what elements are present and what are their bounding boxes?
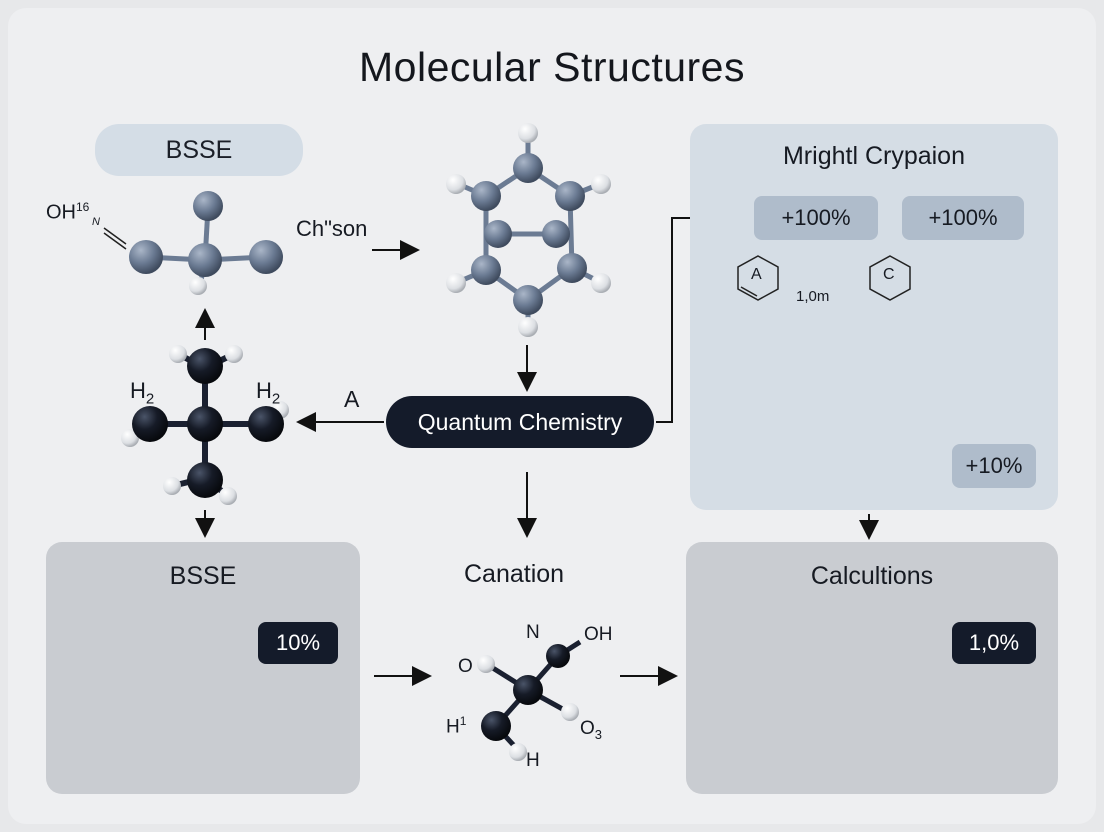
atom-label-n: N — [526, 622, 540, 643]
molecule-left-dark — [121, 345, 289, 505]
marker-label: 1,0m — [796, 288, 830, 305]
center-bottom-title: Canation — [464, 560, 565, 588]
panel-bottom-right-title: Calcultions — [810, 562, 934, 590]
atom-label-o: O — [458, 656, 473, 677]
molecule-center-ring — [446, 123, 611, 337]
h2-left-label: H2 — [130, 378, 155, 408]
top-left-pill: BSSE — [95, 124, 303, 176]
page-title: Molecular Structures — [359, 44, 745, 90]
atom-label-oh: OH — [584, 624, 613, 645]
chip-plus100-1: +100% — [754, 196, 878, 240]
quantum-chemistry-node[interactable]: Quantum Chemistry — [386, 396, 654, 448]
side-label: Ch"son — [296, 216, 368, 241]
panel-bottom-left-title: BSSE — [169, 562, 237, 590]
panel-bottom-right: Calcultions 1,0% — [686, 542, 1058, 794]
arrow-label-a: A — [344, 386, 360, 412]
formula-oh: OH16 — [46, 200, 90, 224]
ring-a-label: A — [751, 266, 762, 283]
molecule-bottom-center — [477, 639, 582, 761]
h2-right-label: H2 — [256, 378, 281, 408]
chip-plus100-2: +100% — [902, 196, 1024, 240]
formula-n-small: N — [92, 216, 100, 228]
atom-label-h1: H1 — [446, 714, 467, 738]
panel-top-right: Mrightl Crypaion +100% +100% +10% — [690, 124, 1058, 510]
molecule-top-left — [103, 191, 283, 295]
badge-10pct: 10% — [258, 622, 338, 664]
panel-top-right-title: Mrightl Crypaion — [782, 142, 965, 170]
ring-c-label: C — [883, 266, 895, 283]
badge-1-0pct: 1,0% — [952, 622, 1036, 664]
ring-c-icon — [869, 255, 911, 301]
ring-a-icon — [737, 255, 779, 301]
chip-plus10: +10% — [952, 444, 1036, 488]
atom-label-h: H — [526, 750, 540, 771]
panel-bottom-left: BSSE 10% — [46, 542, 360, 794]
atom-label-o3: O3 — [580, 718, 603, 742]
